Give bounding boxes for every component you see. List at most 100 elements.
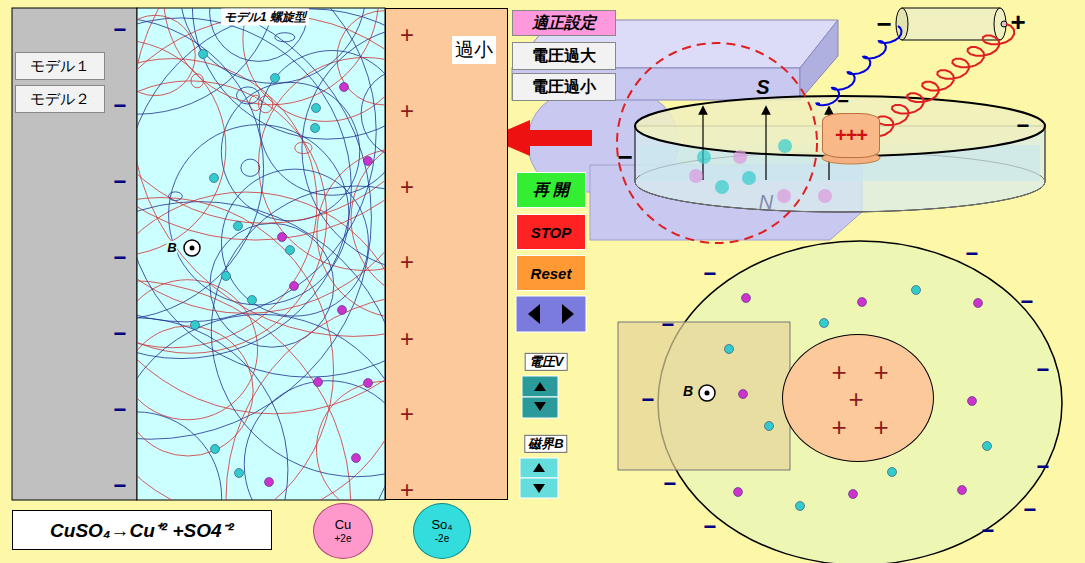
electrode: +++ [822,113,880,158]
ion [352,454,361,463]
label-anchor: − [114,246,127,270]
charge-sign: − [662,313,675,337]
label-anchor: − [1037,358,1050,382]
right-triangle [562,304,574,324]
ion [858,298,867,307]
ion [742,294,751,303]
charge-sign: − [1037,455,1050,479]
charge-sign: − [114,322,127,346]
label-anchor: − [1037,455,1050,479]
wire [862,24,1014,137]
reset-button: Reset [516,255,586,291]
charge-sign: − [704,515,717,539]
ion-path [137,15,385,414]
ion [248,296,257,305]
ion-path [361,69,385,158]
label-anchor: − [1021,290,1034,314]
charge-sign: + [400,174,414,200]
label-anchor: + [400,477,414,503]
so4-ion-legend: So₄-2e [413,503,471,559]
ion-path [137,8,371,439]
label-anchor: − [1017,114,1030,138]
ion-path [164,8,379,105]
charge-sign: − [114,94,127,118]
ion-path [137,8,385,240]
ion [725,345,734,354]
preset-button: 適正設定 [512,10,616,36]
node-text: 適正設定 [532,13,596,34]
field-symbol-dot [705,391,710,396]
label-anchor: N [759,191,773,213]
ion [290,282,299,291]
label-anchor: 電圧V [525,353,568,371]
ion-loop [258,96,272,113]
label-anchor: − [662,313,675,337]
text-anchor: + [873,412,888,443]
charge-sign: − [1024,498,1037,522]
ion [912,286,921,295]
node-text: 電圧過小 [532,77,596,98]
ion-path [137,192,385,500]
label-anchor: − [617,143,632,172]
ion-path [211,186,385,477]
ion-path [259,51,385,196]
field-symbol [184,240,200,256]
ion [340,83,349,92]
charge-sign: + [400,326,414,352]
ion-path [351,134,385,302]
formula-box: CuSO₄→Cu⁺² +SO4⁻² [12,510,272,550]
node-text: モデル１ [30,57,90,76]
ion-path [137,314,385,500]
node-text: STOP [531,224,572,241]
illustration-part [512,68,800,100]
ion-loop [191,74,204,88]
charge-sign: + [400,249,414,275]
section-ions [725,286,992,511]
node-text: +++ [835,124,867,147]
node-text: + [848,384,863,415]
label-anchor: + [400,98,414,124]
charge-sign: − [114,170,127,194]
zoom-square [618,322,790,470]
field-arrows [703,110,829,180]
ion [311,124,320,133]
ion [974,299,983,308]
ion-path [137,202,385,500]
down-button [522,397,558,418]
charge-sign: − [966,242,979,266]
ion [199,50,208,59]
ion [191,321,200,330]
label-anchor: − [704,262,717,286]
cathode-panel [12,8,137,500]
label-anchor: + [400,249,414,275]
ion-path [226,294,385,500]
node-text: CuSO₄→Cu⁺² +SO4⁻² [50,517,234,543]
ion-paths [137,8,385,500]
illustration-part [702,110,703,180]
charge-sign: + [400,22,414,48]
ion [968,397,977,406]
charge-sign: − [1021,290,1034,314]
ion-path [302,25,385,272]
charge-sign: + [400,401,414,427]
label-anchor: − [114,170,127,194]
ion [733,150,747,164]
down-triangle [533,484,545,493]
label: 磁界B [524,435,567,453]
ion-path [221,169,368,316]
label-anchor: − [642,388,655,412]
ion [796,502,805,511]
model-button: モデル１ [15,52,105,80]
node-text: -2e [435,533,449,544]
ion-path [137,198,334,500]
label: B [166,241,177,255]
charge-sign: − [1037,358,1050,382]
ion [739,390,748,399]
charge-sign: − [114,398,127,422]
charge-sign: − [704,262,717,286]
label: B [683,384,693,399]
node-text: 電圧過大 [532,46,596,67]
ion [211,445,220,454]
ion [697,150,711,164]
charge-sign: − [664,472,677,496]
